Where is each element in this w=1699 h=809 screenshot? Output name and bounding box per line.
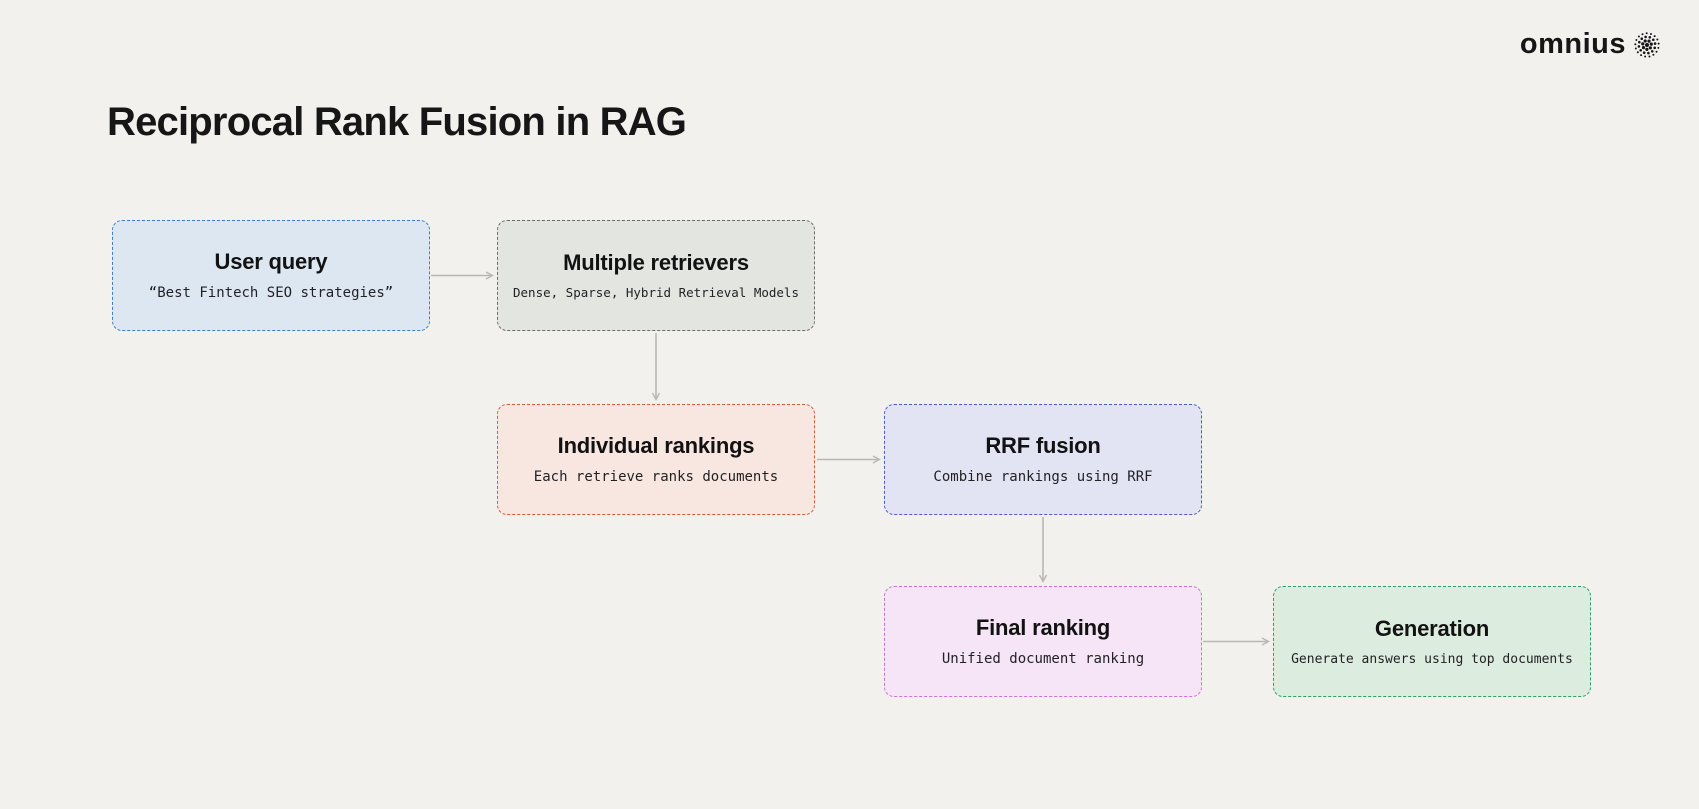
node-generation: Generation Generate answers using top do… bbox=[1273, 586, 1591, 697]
node-subtitle: Unified document ranking bbox=[941, 651, 1145, 667]
node-user-query: User query “Best Fintech SEO strategies” bbox=[112, 220, 430, 331]
node-title: Multiple retrievers bbox=[563, 249, 749, 275]
omnius-logo-text: omnius bbox=[1519, 28, 1626, 60]
node-multiple-retrievers: Multiple retrievers Dense, Sparse, Hybri… bbox=[497, 220, 815, 331]
node-subtitle: Dense, Sparse, Hybrid Retrieval Models bbox=[513, 284, 799, 300]
node-subtitle: Generate answers using top documents bbox=[1291, 651, 1573, 667]
node-title: Individual rankings bbox=[557, 433, 755, 458]
node-title: Generation bbox=[1374, 615, 1490, 641]
node-subtitle: Combine rankings using RRF bbox=[933, 469, 1153, 485]
page-title: Reciprocal Rank Fusion in RAG bbox=[107, 100, 687, 144]
node-title: User query bbox=[214, 249, 328, 274]
node-individual-rankings: Individual rankings Each retrieve ranks … bbox=[497, 404, 815, 515]
node-rrf-fusion: RRF fusion Combine rankings using RRF bbox=[884, 404, 1202, 515]
node-final-ranking: Final ranking Unified document ranking bbox=[884, 586, 1202, 697]
node-subtitle: “Best Fintech SEO strategies” bbox=[148, 285, 394, 301]
node-subtitle: Each retrieve ranks documents bbox=[533, 469, 779, 485]
dotted-globe-icon bbox=[1634, 31, 1660, 58]
node-title: Final ranking bbox=[975, 615, 1111, 640]
node-title: RRF fusion bbox=[985, 433, 1101, 458]
omnius-logo: omnius bbox=[1520, 30, 1661, 59]
